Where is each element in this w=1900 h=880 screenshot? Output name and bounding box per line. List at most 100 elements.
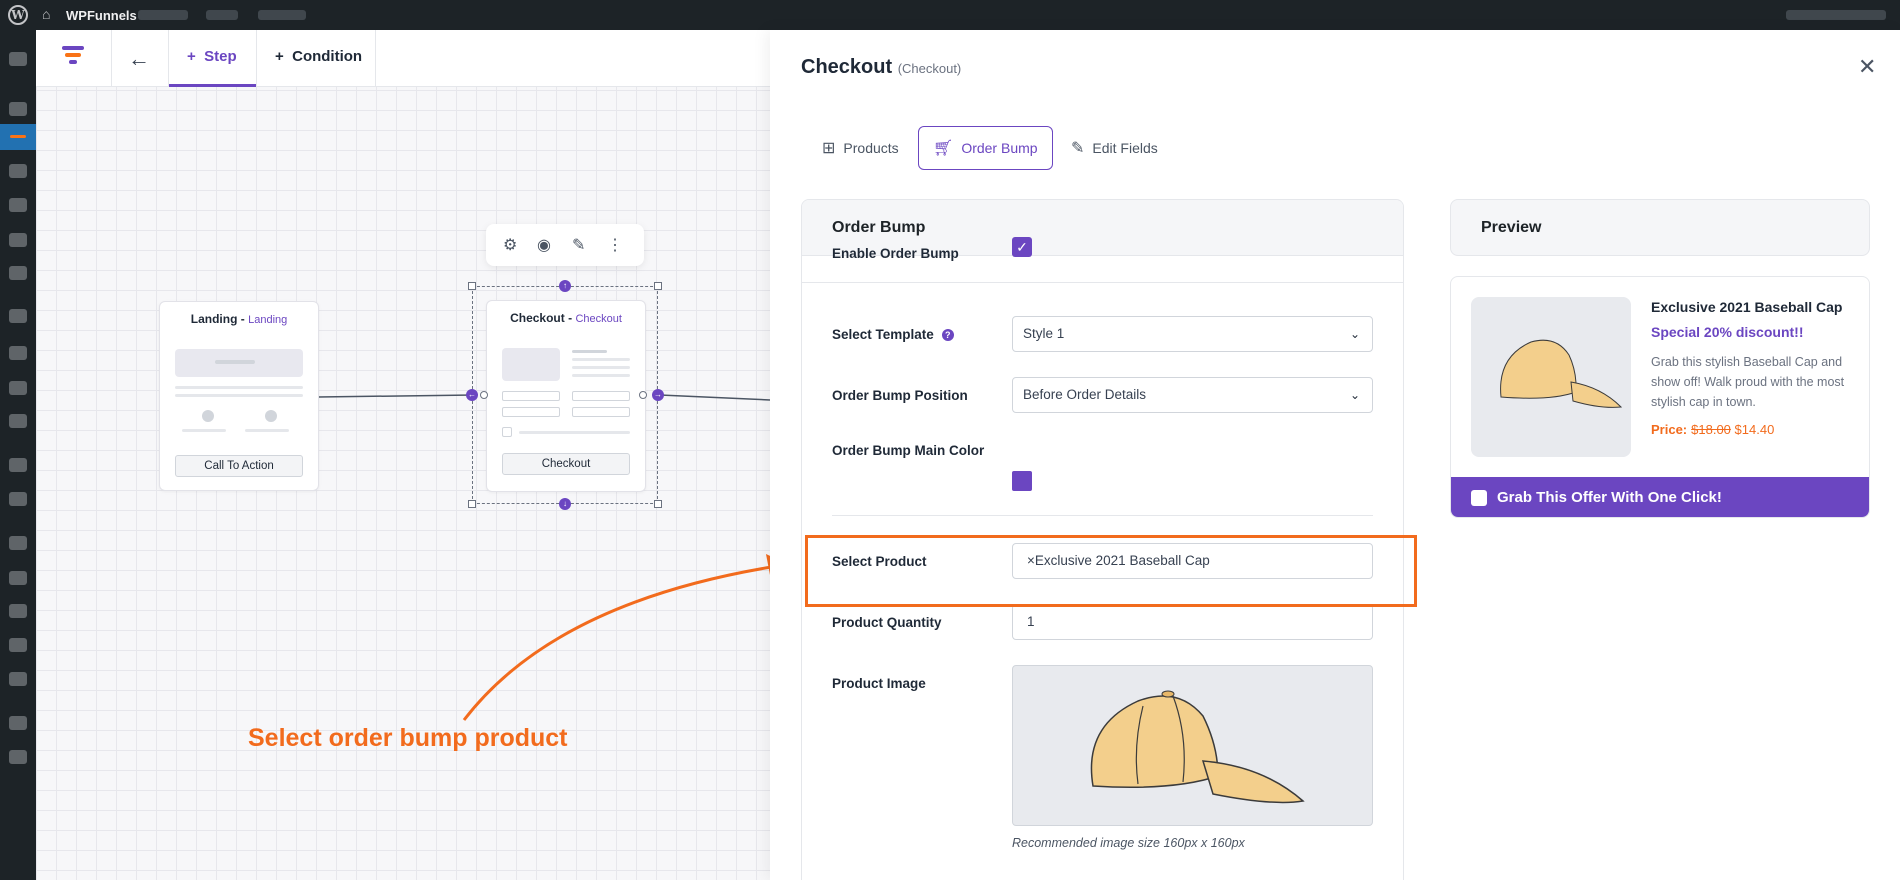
- resize-handle[interactable]: [654, 282, 662, 290]
- settings-gear-icon[interactable]: ⚙: [503, 237, 518, 254]
- help-icon[interactable]: ?: [941, 329, 954, 341]
- grab-offer-button[interactable]: Grab This Offer With One Click!: [1451, 477, 1869, 517]
- order-bump-position-label: Order Bump Position: [832, 388, 968, 403]
- preview-title: Preview: [1450, 199, 1870, 256]
- order-bump-card-title: Order Bump: [802, 200, 1403, 256]
- back-arrow-icon[interactable]: ←: [128, 46, 150, 71]
- checkout-node-title: Checkout - Checkout: [510, 311, 622, 325]
- cap-icon: [1500, 339, 1623, 408]
- resize-handle[interactable]: [468, 282, 476, 290]
- remove-product-icon[interactable]: ×: [1027, 553, 1035, 568]
- product-quantity-label: Product Quantity: [832, 615, 942, 630]
- chevron-down-icon: ⌄: [1349, 388, 1360, 402]
- resize-handle[interactable]: [468, 500, 476, 508]
- node-toolbar: ⚙ ◉ ✎ ⋮: [486, 224, 644, 266]
- tab-edit-fields[interactable]: ✎Edit Fields: [1071, 140, 1158, 157]
- divider: [832, 515, 1373, 516]
- funnel-canvas[interactable]: ← + Step + Condition Landing - Landing C…: [36, 30, 770, 880]
- product-image-label: Product Image: [832, 676, 926, 691]
- connect-right-handle[interactable]: →: [652, 389, 664, 401]
- connect-top-handle[interactable]: ↑: [559, 280, 571, 292]
- annotation-arrow: [462, 565, 770, 721]
- blurred-comments-icon[interactable]: [206, 10, 238, 20]
- call-to-action-button[interactable]: Call To Action: [175, 455, 303, 477]
- menu-item-icon[interactable]: [9, 198, 27, 212]
- tab-order-bump[interactable]: 🛒︎Order Bump: [918, 126, 1053, 170]
- highlight-frame: [805, 535, 1417, 607]
- product-quantity-input[interactable]: 1: [1012, 604, 1373, 640]
- blurred-account-menu[interactable]: [1786, 10, 1886, 20]
- users-icon[interactable]: [9, 604, 27, 618]
- preview-discount: Special 20% discount!!: [1651, 324, 1804, 340]
- input-port[interactable]: [480, 391, 488, 399]
- builder-toolbar: ← + Step + Condition: [36, 30, 770, 87]
- menu-item-icon[interactable]: [9, 164, 27, 178]
- wpfunnels-logo-icon: [62, 46, 84, 68]
- admin-bar: W ⌂ WPFunnels: [0, 0, 1900, 30]
- marketing-icon[interactable]: [9, 414, 27, 428]
- offer-checkbox[interactable]: [1471, 490, 1487, 506]
- baseball-cap-image: [1090, 690, 1305, 804]
- main-color-swatch[interactable]: [1012, 471, 1032, 491]
- more-options-icon[interactable]: ⋮: [607, 237, 623, 254]
- products-icon[interactable]: [9, 346, 27, 360]
- grid-icon: ⊞: [822, 140, 836, 157]
- cart-icon: 🛒︎: [933, 140, 954, 157]
- blurred-new-link[interactable]: [258, 10, 306, 20]
- checkout-button[interactable]: Checkout: [502, 453, 630, 475]
- checkout-preview-image: [502, 348, 560, 381]
- add-step-tab[interactable]: + Step: [187, 48, 237, 65]
- image-size-hint: Recommended image size 160px x 160px: [1012, 836, 1245, 850]
- preview-product-image: [1471, 297, 1631, 457]
- settings-icon[interactable]: [9, 672, 27, 686]
- dashboard-icon[interactable]: [9, 52, 27, 66]
- wordpress-logo-icon[interactable]: W: [8, 5, 28, 25]
- tab-products[interactable]: ⊞Products: [822, 140, 899, 157]
- appearance-icon[interactable]: [9, 536, 27, 550]
- product-select[interactable]: ×Exclusive 2021 Baseball Cap: [1012, 543, 1373, 579]
- main-color-label: Order Bump Main Color: [832, 443, 985, 458]
- order-bump-preview: Exclusive 2021 Baseball Cap Special 20% …: [1450, 276, 1870, 518]
- analytics-icon[interactable]: [9, 381, 27, 395]
- site-name[interactable]: WPFunnels: [66, 8, 137, 23]
- templates-icon[interactable]: [9, 492, 27, 506]
- close-icon[interactable]: ✕: [1858, 54, 1877, 79]
- resize-handle[interactable]: [654, 500, 662, 508]
- landing-node-title: Landing - Landing: [190, 312, 288, 326]
- admin-sidebar: [0, 30, 42, 880]
- menu-item-icon[interactable]: [9, 233, 27, 247]
- elementor-icon[interactable]: [9, 458, 27, 472]
- position-select[interactable]: Before Order Details⌄: [1012, 377, 1373, 413]
- connections-svg: [317, 394, 770, 721]
- annotation-arrow-head: [766, 554, 770, 575]
- menu-item-icon[interactable]: [9, 266, 27, 280]
- connect-left-handle[interactable]: ←: [466, 389, 478, 401]
- annotation-text: Select order bump product: [248, 724, 568, 752]
- active-tab-indicator: [169, 84, 256, 87]
- home-icon[interactable]: ⌂: [42, 6, 51, 22]
- checkout-node[interactable]: Checkout - Checkout Checkout: [486, 300, 646, 492]
- tools-icon[interactable]: [9, 638, 27, 652]
- panel-title: Checkout (Checkout): [801, 56, 962, 78]
- posts-icon[interactable]: [9, 102, 27, 116]
- collapse-menu-icon[interactable]: [9, 750, 27, 764]
- landing-node[interactable]: Landing - Landing Call To Action: [159, 301, 319, 491]
- product-image-upload[interactable]: [1012, 665, 1373, 826]
- output-port[interactable]: [639, 391, 647, 399]
- enable-order-bump-checkbox[interactable]: ✓: [1012, 237, 1032, 257]
- connection-line: [659, 394, 770, 401]
- node-selection-box: [472, 286, 658, 504]
- plugins-icon[interactable]: [9, 571, 27, 585]
- blurred-text: [138, 10, 188, 20]
- wpfunnels-menu-icon[interactable]: [0, 124, 42, 150]
- preview-eye-icon[interactable]: ◉: [537, 237, 551, 254]
- preview-description: Grab this stylish Baseball Cap and show …: [1651, 355, 1845, 409]
- menu-item-icon[interactable]: [9, 716, 27, 730]
- add-condition-tab[interactable]: + Condition: [275, 48, 363, 65]
- enable-order-bump-label: Enable Order Bump: [832, 246, 959, 261]
- preview-product-name: Exclusive 2021 Baseball Cap: [1651, 299, 1843, 315]
- connect-bottom-handle[interactable]: ↓: [559, 498, 571, 510]
- template-select[interactable]: Style 1⌄: [1012, 316, 1373, 352]
- edit-pencil-icon[interactable]: ✎: [572, 237, 586, 254]
- woocommerce-icon[interactable]: [9, 309, 27, 323]
